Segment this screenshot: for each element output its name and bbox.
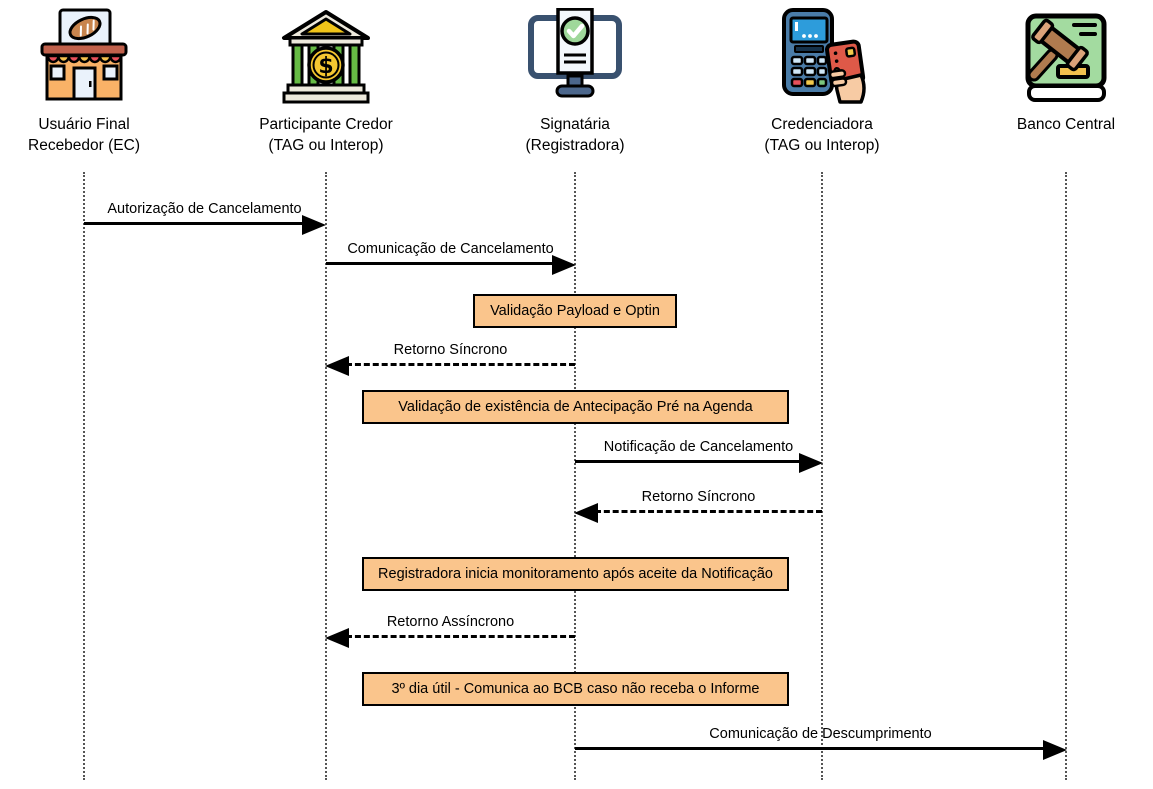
actor-label-line2: (TAG ou Interop) [764,137,880,154]
arrowhead-right-icon [552,255,576,275]
actor-label: Signatária (Registradora) [465,114,685,156]
message-retorno-sincrono-2: Retorno Síncrono [574,483,822,523]
lifeline-credenciadora [821,172,823,780]
actor-participante-credor: $ Participante Credor (TAG ou Interop) [216,8,436,156]
actor-credenciadora: Credenciadora (TAG ou Interop) [712,8,932,156]
process-box-comunica-bcb: 3º dia útil - Comunica ao BCB caso não r… [362,672,789,706]
arrowhead-left-icon [574,503,598,523]
actor-signataria: Signatária (Registradora) [465,8,685,156]
process-box-validacao-payload-optin: Validação Payload e Optin [473,294,677,328]
lifeline-banco-central [1065,172,1067,780]
actor-label: Banco Central [956,114,1153,135]
process-box-label: Validação de existência de Antecipação P… [398,399,753,415]
message-label: Retorno Assíncrono [386,614,515,630]
dollar-sign-glyph: $ [318,54,333,79]
process-box-validacao-antecipacao-agenda: Validação de existência de Antecipação P… [362,390,789,424]
law-book-gavel-icon [1025,13,1107,102]
message-autorizacao-de-cancelamento: Autorização de Cancelamento [84,195,326,235]
actor-label-line1: Credenciadora [771,116,873,133]
message-label: Comunicação de Descumprimento [709,726,932,742]
message-line-solid [326,262,555,265]
arrowhead-right-icon [799,453,823,473]
message-comunicacao-de-cancelamento: Comunicação de Cancelamento [326,235,576,275]
message-retorno-assincrono: Retorno Assíncrono [325,608,575,648]
actor-label: Credenciadora (TAG ou Interop) [712,114,932,156]
message-line-solid [84,222,305,225]
pos-terminal-card-icon [782,8,866,104]
lifeline-participante-credor [325,172,327,780]
arrowhead-left-icon [325,356,349,376]
process-box-label: Registradora inicia monitoramento após a… [378,566,773,582]
lifeline-usuario-final [83,172,85,780]
process-box-label: Validação Payload e Optin [490,303,660,319]
message-line-dashed [595,510,822,513]
message-comunicacao-de-descumprimento: Comunicação de Descumprimento [575,720,1067,760]
actor-label-line1: Participante Credor [259,116,393,133]
message-notificacao-de-cancelamento: Notificação de Cancelamento [575,433,823,473]
process-box-label: 3º dia útil - Comunica ao BCB caso não r… [391,681,760,697]
arrowhead-right-icon [1043,740,1067,760]
process-box-monitoramento-notificacao: Registradora inicia monitoramento após a… [362,557,789,591]
message-label: Notificação de Cancelamento [603,439,794,455]
message-line-solid [575,460,802,463]
message-label: Retorno Síncrono [393,342,508,358]
actor-label-line2: (TAG ou Interop) [268,137,384,154]
message-line-dashed [346,363,575,366]
message-label: Autorização de Cancelamento [107,201,302,217]
actor-usuario-final: Usuário Final Recebedor (EC) [0,8,194,156]
arrowhead-right-icon [302,215,326,235]
actor-label: Participante Credor (TAG ou Interop) [216,114,436,156]
bank-coin-icon: $ [282,10,370,104]
message-retorno-sincrono-1: Retorno Síncrono [325,336,575,376]
message-line-solid [575,747,1046,750]
lifeline-signataria [574,172,576,780]
actor-banco-central: Banco Central [956,8,1153,135]
message-label: Comunicação de Cancelamento [347,241,554,257]
storefront-bakery-icon [40,8,128,101]
monitor-document-check-icon [528,8,622,98]
message-label: Retorno Síncrono [641,489,756,505]
message-line-dashed [346,635,575,638]
actor-label: Usuário Final Recebedor (EC) [0,114,194,156]
actor-label-line1: Usuário Final [38,116,130,133]
actor-label-line1: Signatária [540,116,610,133]
actor-label-line2: Recebedor (EC) [28,137,140,154]
actor-label-line2: (Registradora) [525,137,625,154]
arrowhead-left-icon [325,628,349,648]
actor-label-line1: Banco Central [1016,116,1116,133]
